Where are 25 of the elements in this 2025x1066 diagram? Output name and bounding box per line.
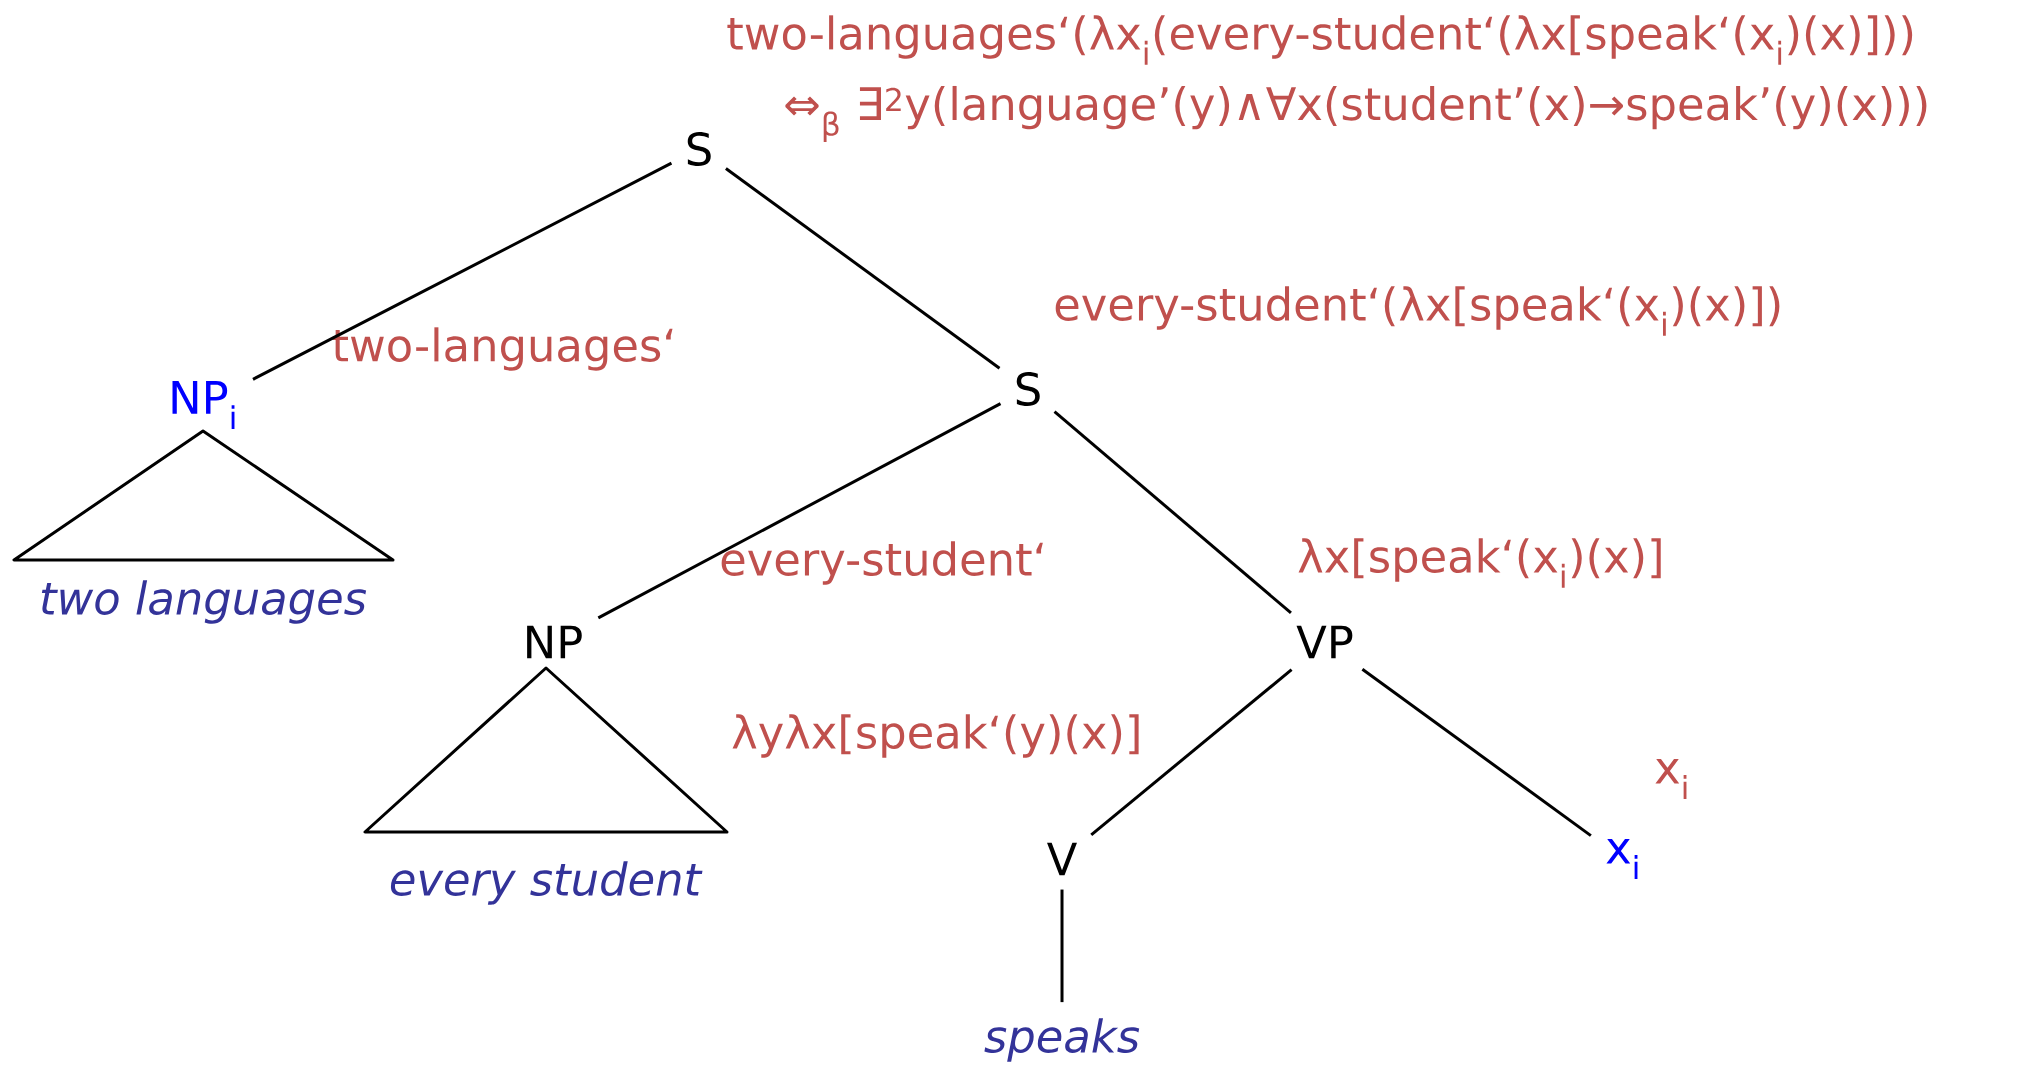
tree-branch bbox=[1060, 889, 1064, 1003]
semantic-formula: every-student‘(λx[speak‘(x$_{i}$)(x)]) bbox=[1055, 286, 1780, 336]
category-label: NP bbox=[527, 625, 582, 659]
tree-branch bbox=[252, 161, 673, 381]
category-label: S bbox=[1016, 372, 1040, 406]
semantic-formula: every-student‘ bbox=[721, 541, 1043, 585]
semantic-formula: two-languages‘ bbox=[332, 327, 673, 371]
word-label: every student bbox=[390, 861, 703, 905]
tree-branch bbox=[725, 167, 1001, 370]
category-label: V bbox=[1047, 842, 1077, 876]
category-label: NP$_{i}$ bbox=[172, 381, 235, 429]
category-label: x$_{i}$ bbox=[1606, 839, 1638, 879]
semantic-formula: ⇔$_{β}$ ∃$^{2}$y(language’(y)∧∀x(student’(x)→speak’(y)(x))) bbox=[785, 85, 1927, 143]
tree-branch bbox=[1090, 668, 1293, 837]
category-label: VP bbox=[1296, 625, 1353, 659]
word-label: speaks bbox=[984, 1018, 1140, 1062]
semantic-formula: two-languages‘(λx$_{i}$(every-student‘(λx[speak‘(x$_{i}$)(x)])) bbox=[727, 15, 1913, 65]
tree-branch bbox=[1053, 410, 1292, 615]
category-label: S bbox=[687, 132, 711, 166]
semantic-formula: λyλx[speak‘(y)(x)] bbox=[732, 714, 1139, 758]
tree-branch bbox=[1361, 668, 1592, 837]
semantic-formula: λx[speak‘(x$_{i}$)(x)] bbox=[1298, 538, 1661, 588]
semantic-formula: x$_{i}$ bbox=[1655, 759, 1687, 799]
tree-branch bbox=[597, 402, 1002, 620]
word-label: two languages bbox=[41, 580, 367, 624]
